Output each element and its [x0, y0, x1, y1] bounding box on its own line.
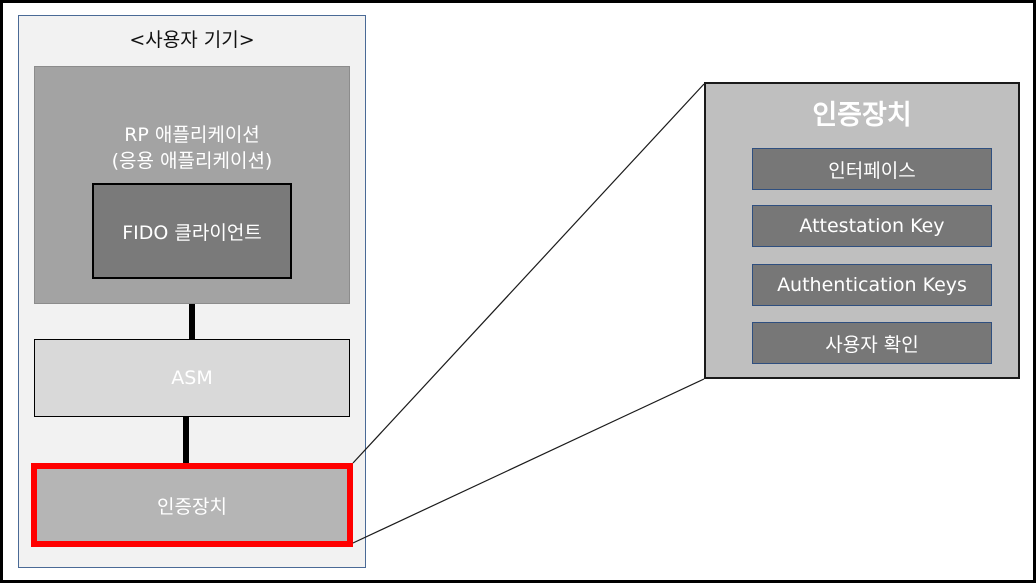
detail-item-interface: 인터페이스 — [752, 148, 992, 190]
user-device-title: <사용자 기기> — [129, 28, 255, 51]
detail-item-authentication-keys: Authentication Keys — [752, 264, 992, 306]
detail-item-attestation-key: Attestation Key — [752, 205, 992, 247]
zoom-line-bottom — [352, 378, 705, 544]
asm-box: ASM — [34, 339, 350, 417]
zoom-line-top — [352, 83, 705, 464]
rp-application-sublabel: (응용 애플리케이션) — [111, 150, 273, 172]
detail-item-user-verification: 사용자 확인 — [752, 322, 992, 364]
authenticator-detail-title: 인증장치 — [812, 99, 912, 131]
fido-client-box: FIDO 클라이언트 — [92, 183, 292, 279]
authenticator-box: 인증장치 — [31, 463, 353, 547]
rp-application-label: RP 애플리케이션 — [124, 124, 260, 146]
